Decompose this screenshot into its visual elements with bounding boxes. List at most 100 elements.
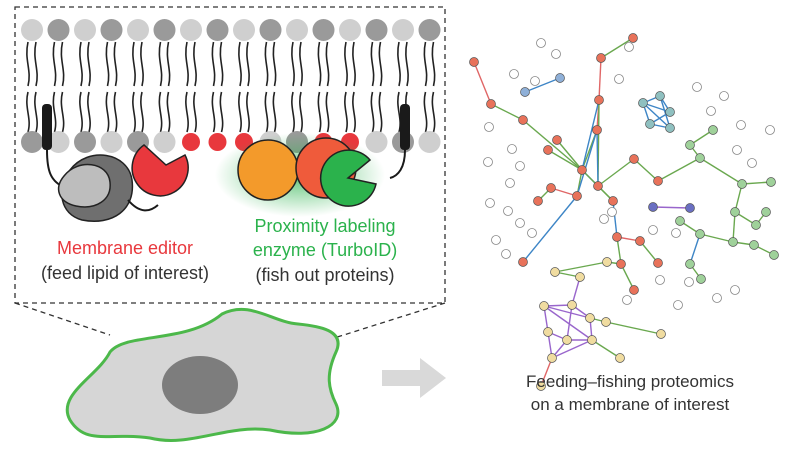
network-node xyxy=(601,317,611,327)
network-node xyxy=(469,57,479,67)
lipid-tail xyxy=(299,41,303,87)
lipid-tail xyxy=(219,41,224,87)
lipid-tail xyxy=(344,41,348,87)
lipid-tail xyxy=(238,91,242,133)
membrane-editor-protein xyxy=(57,154,159,222)
lipid-tail xyxy=(185,91,189,133)
network-node xyxy=(552,135,562,145)
network-node xyxy=(696,274,706,284)
lipid-tail xyxy=(352,41,356,87)
lipid-tail xyxy=(272,41,277,87)
lipid-tail xyxy=(397,91,401,133)
network-edge xyxy=(605,321,662,335)
network-node-isolated xyxy=(671,228,681,238)
network-node xyxy=(665,107,675,117)
lipid-tail xyxy=(370,91,375,133)
network-node xyxy=(685,203,695,213)
network-node xyxy=(547,353,557,363)
network-node-isolated xyxy=(655,275,665,285)
network-node xyxy=(628,33,638,43)
network-node xyxy=(629,154,639,164)
network-edge xyxy=(591,339,621,359)
network-node xyxy=(685,259,695,269)
enzyme-linker xyxy=(389,149,406,179)
network-node-isolated xyxy=(706,106,716,116)
network-node xyxy=(555,73,565,83)
network-edge xyxy=(524,77,561,93)
network-node xyxy=(594,95,604,105)
lipid-head-outer xyxy=(206,19,229,41)
lipid-tail xyxy=(317,41,322,87)
zoom-box xyxy=(14,6,446,304)
network-node xyxy=(596,53,606,63)
lipid-tail xyxy=(87,91,91,133)
network-node xyxy=(685,140,695,150)
lipid-tail xyxy=(431,91,436,133)
lipid-tail xyxy=(378,91,383,133)
network-node xyxy=(645,119,655,129)
lipid-head-edited xyxy=(182,133,200,151)
lipid-tail xyxy=(105,41,110,87)
enzyme-sublabel: (fish out proteins) xyxy=(255,265,395,285)
network-node-isolated xyxy=(765,125,775,135)
lipid-head-outer xyxy=(418,19,441,41)
lipid-head-edited xyxy=(208,133,227,151)
process-arrow xyxy=(382,358,446,398)
enzyme-label-line1: Proximity labeling xyxy=(254,216,396,236)
network-edge xyxy=(600,37,634,59)
network-node-isolated xyxy=(684,277,694,287)
lipid-head-outer xyxy=(127,19,149,41)
lipid-tail xyxy=(132,41,136,87)
lipid-tail xyxy=(34,91,38,133)
network-node-isolated xyxy=(648,225,658,235)
lipid-tail xyxy=(405,41,409,87)
cell-nucleus xyxy=(162,356,238,414)
network-node xyxy=(543,145,553,155)
network-node-isolated xyxy=(622,295,632,305)
lipid-tail xyxy=(299,91,303,133)
lipid-tail xyxy=(158,91,163,133)
network-node xyxy=(518,115,528,125)
network-node-isolated xyxy=(730,285,740,295)
network-edge xyxy=(659,95,671,129)
network-node xyxy=(533,196,543,206)
network-node xyxy=(536,381,546,391)
network-node xyxy=(593,181,603,191)
network-node xyxy=(653,258,663,268)
lipid-tail xyxy=(52,41,57,87)
lipid-head-inner xyxy=(21,131,43,153)
lipid-tail xyxy=(79,91,83,133)
lipid-bilayer xyxy=(21,19,441,153)
network-node xyxy=(486,99,496,109)
network-node xyxy=(575,272,585,282)
lipid-tail xyxy=(166,91,171,133)
lipid-tail xyxy=(317,91,322,133)
network-node xyxy=(737,179,747,189)
lipid-tail xyxy=(211,41,216,87)
network-node-isolated xyxy=(624,42,634,52)
lipid-tail xyxy=(264,41,269,87)
network-node xyxy=(520,87,530,97)
network-node xyxy=(648,202,658,212)
network-node xyxy=(585,313,595,323)
network-node-isolated xyxy=(503,206,513,216)
network-node-isolated xyxy=(527,228,537,238)
network-node xyxy=(615,353,625,363)
network-node xyxy=(562,335,572,345)
network-node xyxy=(635,236,645,246)
lipid-tail xyxy=(140,91,144,133)
lipid-head-outer xyxy=(233,19,255,41)
editor-anchor xyxy=(42,104,52,150)
network-node xyxy=(751,220,761,230)
network-edge xyxy=(596,129,599,187)
lipid-head-outer xyxy=(392,19,414,41)
lipid-tail xyxy=(211,91,216,133)
network-edge xyxy=(571,276,581,306)
lipid-tail xyxy=(140,41,144,87)
network-node-isolated xyxy=(736,120,746,130)
network-node xyxy=(602,257,612,267)
network-node-isolated xyxy=(505,178,515,188)
network-node-isolated xyxy=(712,293,722,303)
network-node-isolated xyxy=(501,249,511,259)
